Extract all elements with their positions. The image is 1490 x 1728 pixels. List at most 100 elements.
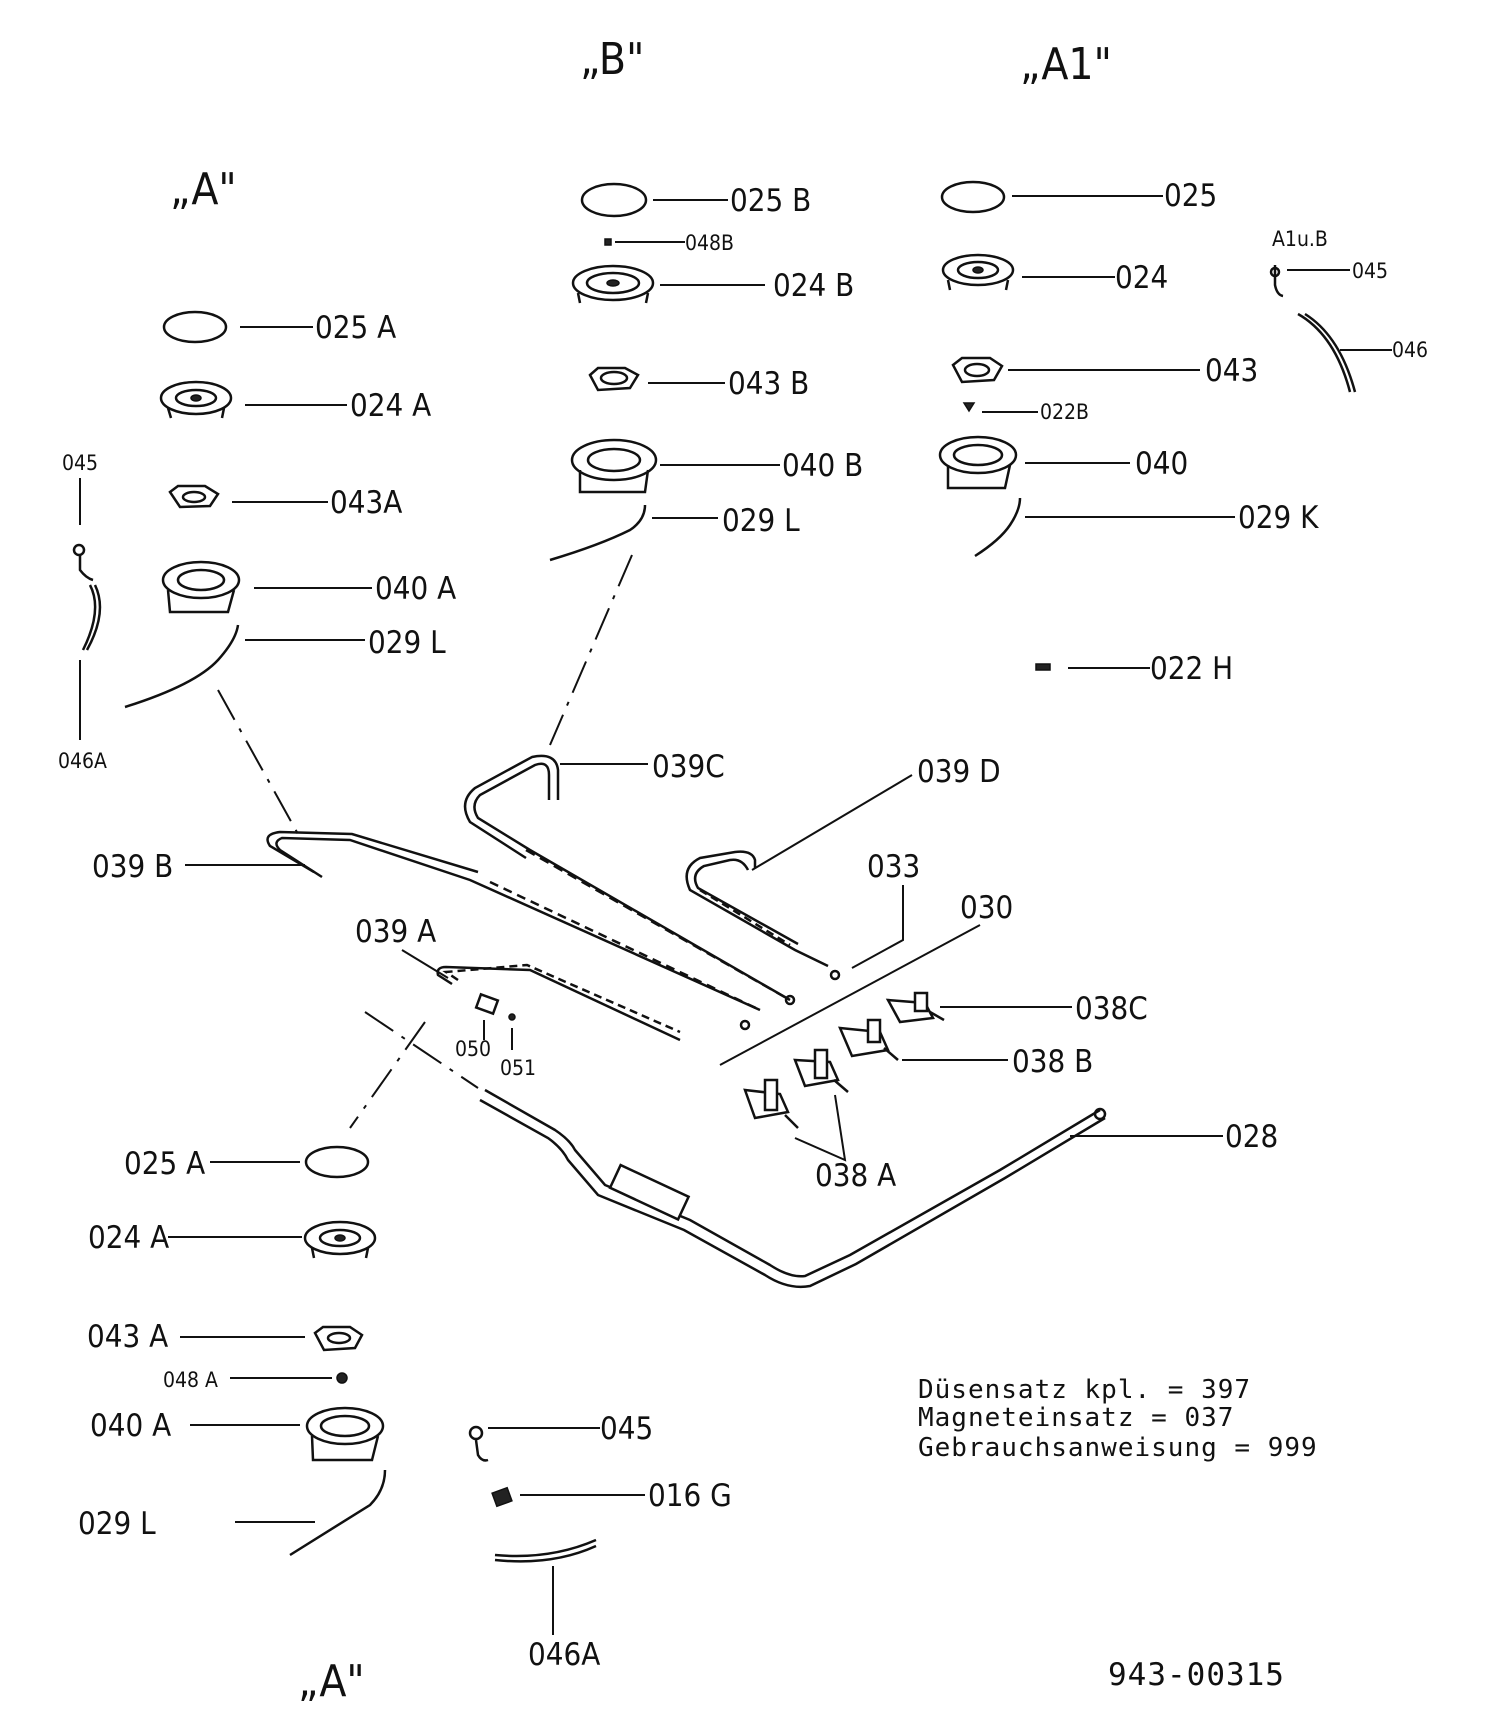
burner-cap-025 <box>940 180 1006 214</box>
burner-base-040 <box>938 435 1018 490</box>
label-043-a1: 043 <box>1205 353 1258 389</box>
label-039-d: 039 D <box>917 754 1001 790</box>
ignition-electrode-045-a <box>72 543 94 582</box>
main-gas-pipe-028 <box>479 1088 1107 1289</box>
label-040-b: 040 B <box>782 448 863 484</box>
flame-spreader-043a-bottom <box>313 1325 364 1352</box>
gas-valve-038a-lower <box>743 1078 799 1129</box>
label-046a-bottom: 046A <box>528 1637 600 1673</box>
label-045-a1b: 045 <box>1352 259 1388 283</box>
group-title-b: „B" <box>580 34 644 85</box>
label-a1-u-b: A1u.B <box>1272 227 1328 251</box>
gas-valve-038b <box>838 1018 899 1061</box>
label-040-a: 040 A <box>375 571 456 607</box>
label-039-a: 039 A <box>355 914 436 950</box>
label-048-b: 048B <box>685 231 734 255</box>
clip-016g <box>491 1486 513 1508</box>
label-043-a: 043A <box>330 485 402 521</box>
label-045-bottom: 045 <box>600 1411 653 1447</box>
gas-valve-038c <box>885 991 945 1024</box>
burner-cap-025a <box>162 310 228 344</box>
ignition-cable-046 <box>1297 312 1357 393</box>
label-038-a: 038 A <box>815 1158 896 1194</box>
burner-base-040a <box>161 560 241 614</box>
label-040-a1: 040 <box>1135 446 1188 482</box>
info-nozzle-set: Düsensatz kpl. = 397 <box>918 1375 1251 1405</box>
screw-022b <box>962 402 976 413</box>
burner-cap-025b <box>580 182 648 218</box>
label-025-b: 025 B <box>730 183 811 219</box>
burner-head-024a <box>159 380 233 419</box>
label-029-l-bottom: 029 L <box>78 1506 156 1542</box>
burner-group-a-bottom: 025 A 024 A 043 A 048 A 040 A <box>78 1145 732 1673</box>
label-024-a: 024 A <box>350 388 431 424</box>
ignition-cable-046a <box>81 584 102 651</box>
seal-051 <box>508 1013 516 1021</box>
burner-cap-025a-bottom <box>304 1145 370 1179</box>
screw-022h <box>1035 663 1051 671</box>
burner-head-024b <box>571 264 655 304</box>
ignition-electrode-045-a1b <box>1269 265 1284 298</box>
burner-base-040b <box>570 438 658 494</box>
label-024-b: 024 B <box>773 268 854 304</box>
label-025-a-bottom: 025 A <box>124 1146 205 1182</box>
label-043-b: 043 B <box>728 366 809 402</box>
thermocouple-029l-b <box>549 504 647 562</box>
label-046a-a: 046A <box>58 749 107 773</box>
screw-048a <box>336 1372 348 1384</box>
gas-pipe-039c <box>463 754 791 1002</box>
label-039-c: 039C <box>652 749 725 785</box>
gas-pipe-039a <box>436 963 681 1042</box>
label-033: 033 <box>867 849 920 885</box>
label-029-k: 029 K <box>1238 500 1319 536</box>
flame-spreader-043b <box>588 366 640 392</box>
label-045-a: 045 <box>62 451 98 475</box>
info-magnet-insert: Magneteinsatz = 037 <box>918 1403 1234 1433</box>
gas-pipes-and-valves: 039C 039 D 039 B 039 A 050 <box>92 749 1278 1289</box>
ignition-cable-046a-bottom <box>494 1538 597 1563</box>
flame-spreader-043 <box>951 356 1004 384</box>
thermocouple-029l-bottom <box>289 1469 387 1557</box>
label-029-l-a: 029 L <box>368 625 446 661</box>
thermocouple-029k <box>974 497 1022 558</box>
burner-group-a: 025 A 024 A 043A 040 A 029 L 045 <box>58 310 456 835</box>
label-025-a: 025 A <box>315 310 396 346</box>
label-028: 028 <box>1225 1119 1278 1155</box>
label-038-b: 038 B <box>1012 1044 1093 1080</box>
info-user-manual: Gebrauchsanweisung = 999 <box>918 1433 1318 1463</box>
flame-spreader-043a <box>168 484 220 509</box>
label-040-a-bottom: 040 A <box>90 1408 171 1444</box>
gas-valve-038a-upper <box>793 1048 849 1093</box>
screw-048b <box>604 238 612 246</box>
nozzle-050 <box>474 992 500 1016</box>
label-029-l-b: 029 L <box>722 503 800 539</box>
gas-pipe-039b <box>266 830 761 1012</box>
label-025-a1: 025 <box>1164 178 1217 214</box>
label-022-h: 022 H <box>1150 651 1233 687</box>
label-050: 050 <box>455 1037 491 1061</box>
label-016-g: 016 G <box>648 1478 732 1514</box>
group-title-a1: „A1" <box>1020 39 1112 90</box>
group-title-a-bottom: „A" <box>298 1656 365 1707</box>
label-024-a-bottom: 024 A <box>88 1220 169 1256</box>
info-block: Düsensatz kpl. = 397 Magneteinsatz = 037… <box>918 1375 1318 1463</box>
ignition-electrode-045-bottom <box>468 1425 489 1462</box>
label-046-a1b: 046 <box>1392 338 1428 362</box>
label-022-b: 022B <box>1040 400 1089 424</box>
burner-group-a1: 025 024 043 022B 040 <box>938 178 1428 558</box>
burner-group-b: 025 B 048B 024 B 043 B 040 B <box>549 182 863 746</box>
label-039-b: 039 B <box>92 849 173 885</box>
burner-base-040a-bottom <box>305 1406 385 1462</box>
label-030: 030 <box>960 890 1013 926</box>
thermocouple-029l-a <box>124 624 240 709</box>
burner-head-024a-bottom <box>303 1220 377 1259</box>
label-051: 051 <box>500 1056 536 1080</box>
seal-033 <box>739 969 841 1031</box>
gas-pipe-039d <box>685 850 829 968</box>
drawing-number: 943-00315 <box>1108 1657 1285 1693</box>
label-038-c: 038C <box>1075 991 1148 1027</box>
label-043-a-bottom: 043 A <box>87 1319 168 1355</box>
group-title-a-top: „A" <box>170 164 237 215</box>
burner-head-024 <box>941 253 1015 291</box>
